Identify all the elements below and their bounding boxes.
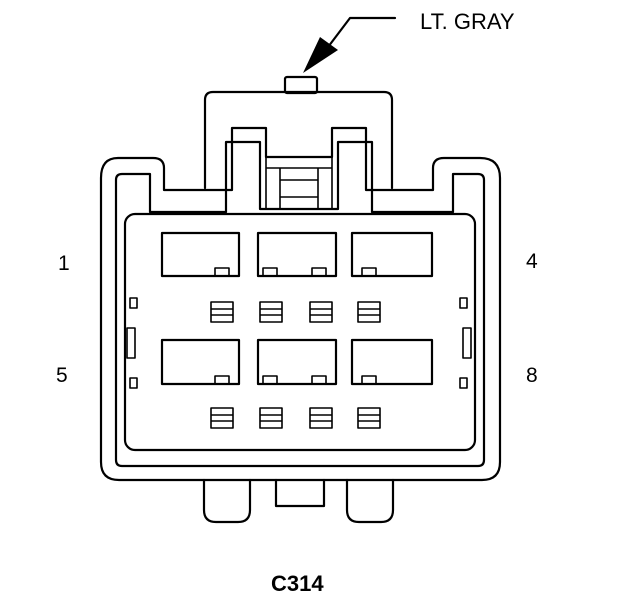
latch (203, 75, 394, 190)
terminal-tab (361, 267, 377, 277)
terminal-lock (259, 407, 283, 429)
pin-label-4: 4 (526, 250, 538, 273)
side-keys (126, 297, 472, 389)
mounting-foot (345, 478, 395, 524)
mounting-feet (202, 478, 395, 524)
cavity-row-top (160, 231, 434, 278)
terminal-tab (311, 267, 327, 277)
mounting-foot (274, 478, 326, 508)
pin-label-1: 1 (58, 252, 70, 275)
terminal-lock (210, 301, 234, 323)
cavity-face (123, 212, 477, 452)
terminal-tab (262, 267, 278, 277)
terminal-cavity (160, 338, 241, 386)
color-callout-label: LT. GRAY (420, 9, 515, 34)
terminal-lock (309, 407, 333, 429)
terminal-cavity (160, 231, 241, 278)
housing-inner-wall (114, 140, 486, 468)
terminal-lock (357, 301, 381, 323)
connector-name: C314 (271, 571, 324, 596)
terminal-tab (311, 375, 327, 385)
terminal-lock (259, 301, 283, 323)
latch-window (265, 156, 333, 210)
pin-label-5: 5 (56, 364, 68, 387)
terminal-cavity (256, 338, 338, 386)
terminal-tab (361, 375, 377, 385)
terminal-cavity (350, 231, 434, 278)
mounting-foot (202, 478, 252, 524)
terminal-tab (214, 267, 230, 277)
housing-outer (99, 126, 502, 482)
pin-label-8: 8 (526, 364, 538, 387)
terminal-lock (357, 407, 381, 429)
terminal-locks (210, 301, 381, 429)
color-callout-leader (303, 16, 397, 73)
callout-arrowhead (303, 37, 338, 73)
terminal-cavity (256, 231, 338, 278)
terminal-tab (262, 375, 278, 385)
terminal-lock (210, 407, 234, 429)
terminal-cavity (350, 338, 434, 386)
terminal-lock (309, 301, 333, 323)
cavity-row-bottom (160, 338, 434, 386)
terminal-tab (214, 375, 230, 385)
